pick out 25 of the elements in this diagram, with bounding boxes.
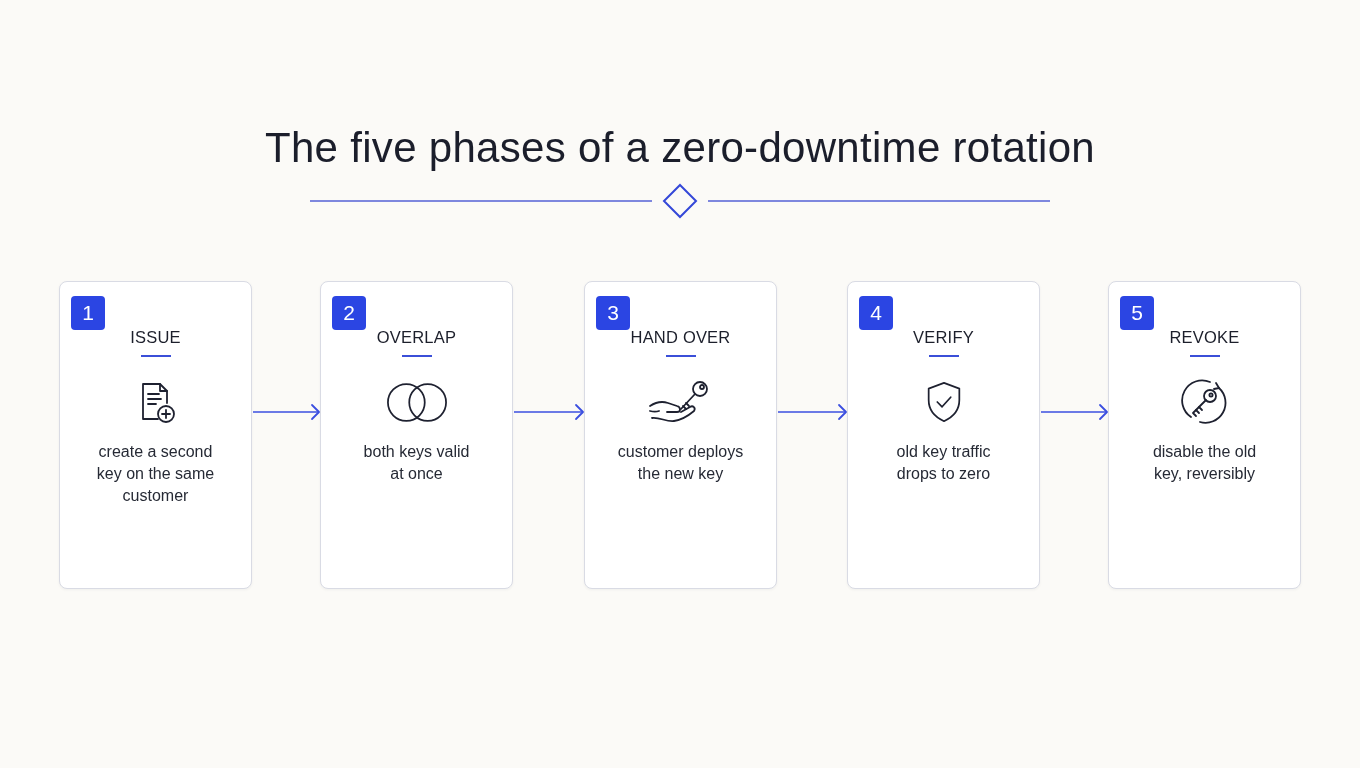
phase-description: both keys valid at once (362, 442, 471, 484)
phase-card (584, 281, 777, 589)
arrow (777, 404, 847, 420)
phase-description: create a second key on the same customer (95, 442, 216, 506)
step-number-badge: 5 (1120, 296, 1154, 330)
diagram-title: The five phases of a zero-downtime rotation (264, 123, 1096, 173)
phase-card (1108, 281, 1301, 589)
arrow (1040, 404, 1108, 420)
arrow (252, 404, 320, 420)
phase-card (847, 281, 1040, 589)
phase-heading: OVERLAP (375, 327, 458, 347)
arrow (513, 404, 584, 420)
phase-card (59, 281, 252, 589)
step-number-badge: 2 (332, 296, 366, 330)
phase-heading: HAND OVER (629, 327, 732, 347)
phase-description: old key traffic drops to zero (895, 442, 992, 484)
phase-description: disable the old key, reversibly (1151, 442, 1258, 484)
phase-heading: ISSUE (129, 327, 182, 347)
phase-description: customer deploys the new key (616, 442, 745, 484)
step-number-badge: 3 (596, 296, 630, 330)
phase-card (320, 281, 513, 589)
phase-heading: REVOKE (1168, 327, 1241, 347)
step-number-badge: 1 (71, 296, 105, 330)
step-number-badge: 4 (859, 296, 893, 330)
phase-heading: VERIFY (912, 327, 975, 347)
